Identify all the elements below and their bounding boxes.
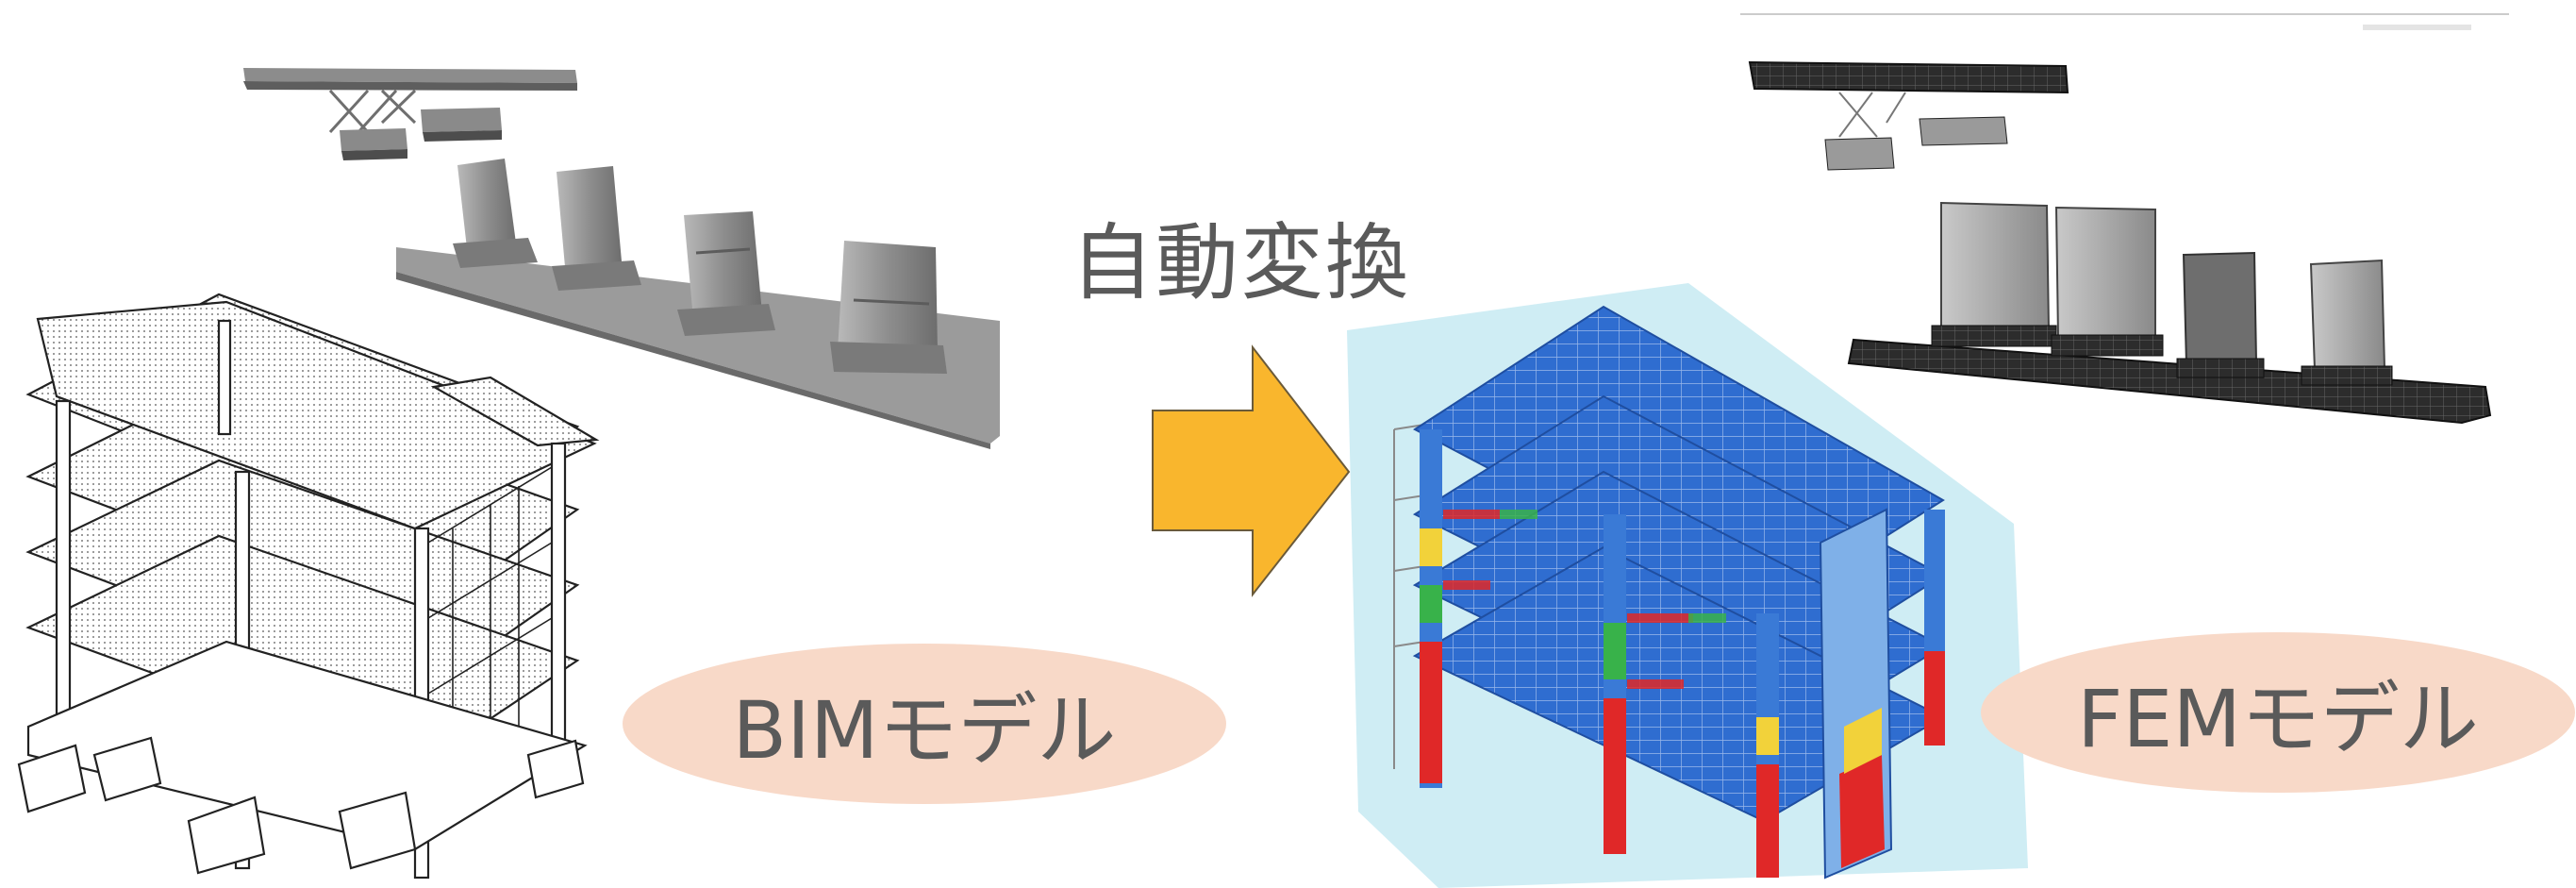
fem-building-model <box>1347 283 2028 888</box>
conversion-arrow <box>1152 344 1351 597</box>
bim-model-label-pill: BIMモデル <box>623 644 1226 804</box>
bim-foundation-model <box>243 68 1000 449</box>
conversion-label: 自動変換 <box>1071 214 1411 311</box>
bim-model-label: BIMモデル <box>732 683 1117 777</box>
fem-model-label-pill: FEMモデル <box>1981 632 2575 793</box>
fem-foundation-model <box>1740 13 2509 425</box>
bim-building-model <box>17 293 600 880</box>
fem-model-label: FEMモデル <box>2077 672 2479 765</box>
